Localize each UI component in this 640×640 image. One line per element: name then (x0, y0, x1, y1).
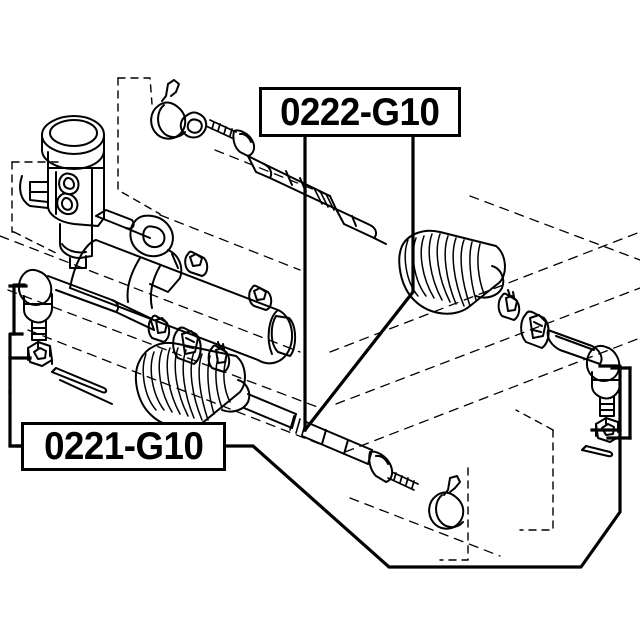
ball-joint-stud-right (599, 395, 615, 417)
boot-clamp-large-right (520, 310, 550, 349)
leader-bracket-left-arms (8, 284, 32, 360)
boot-clamp-small-right (497, 289, 521, 321)
steering-gear-housing (19, 115, 297, 365)
boot-clamp-small-left (207, 341, 231, 373)
rack-tube-end-cap (270, 315, 297, 357)
bellows-boot-left (134, 342, 251, 429)
wire-retaining-clip-upper (150, 79, 187, 140)
bellows-boot-right (398, 229, 506, 315)
valve-mounting-ear (19, 175, 49, 209)
outer-tie-rod-arm-left (47, 275, 155, 331)
outer-tie-rod-arm-right (546, 329, 603, 365)
rack-housing-tube (69, 239, 294, 365)
inner-tie-rod-thread-lower (387, 471, 419, 491)
dashed-group-outline-right (515, 409, 554, 531)
hydraulic-port-upper (58, 172, 80, 196)
pinion-boss (129, 214, 174, 258)
dashed-group-outline-lower (439, 467, 469, 561)
dashed-group-outline-upper (117, 77, 161, 215)
callout-label-0221-g10-text: 0221-G10 (43, 425, 204, 468)
inner-tie-rod-thread-upper (205, 119, 237, 139)
cotter-pin-left (51, 367, 113, 405)
inner-tie-rod-knurl-upper (313, 187, 335, 211)
dashed-group-outline-left (11, 161, 61, 255)
projection-lines (0, 149, 640, 557)
castle-nut-left (27, 341, 53, 367)
leader-bracket-right-arms (606, 366, 632, 440)
rack-mounting-bolt-2 (248, 284, 273, 311)
jam-nut-left (147, 314, 171, 343)
assembly-outer-tie-rod-left (18, 268, 465, 530)
wire-retaining-clip-lower (428, 475, 465, 530)
rack-mounting-bolt-1 (184, 250, 209, 277)
hydraulic-port-lower (56, 192, 79, 216)
callout-label-0221-g10[interactable]: 0221-G10 (21, 422, 226, 471)
valve-housing-input-port (41, 115, 105, 170)
assembly-right-tie-rod (398, 229, 621, 458)
bellows-boot-ribs-left (142, 347, 231, 421)
cotter-pin-right (581, 445, 614, 458)
ball-joint-head-left (18, 268, 53, 324)
ball-joint-stud-left (31, 319, 47, 341)
inner-tie-rod-socket-lower (368, 450, 394, 483)
leader-lines-0222 (302, 135, 415, 433)
callout-label-0222-g10-text: 0222-G10 (280, 90, 440, 134)
bellows-boot-ribs (404, 233, 485, 307)
inner-tie-rod-lower-shaft (301, 421, 373, 465)
callout-label-0222-g10[interactable]: 0222-G10 (259, 87, 461, 137)
inner-tie-rod-shaft-left (243, 393, 297, 429)
lock-washer-upper (179, 111, 208, 139)
ball-joint-head-right (586, 344, 621, 400)
inner-tie-rod-end-upper (335, 208, 387, 245)
pinion-housing-extension (149, 249, 183, 293)
